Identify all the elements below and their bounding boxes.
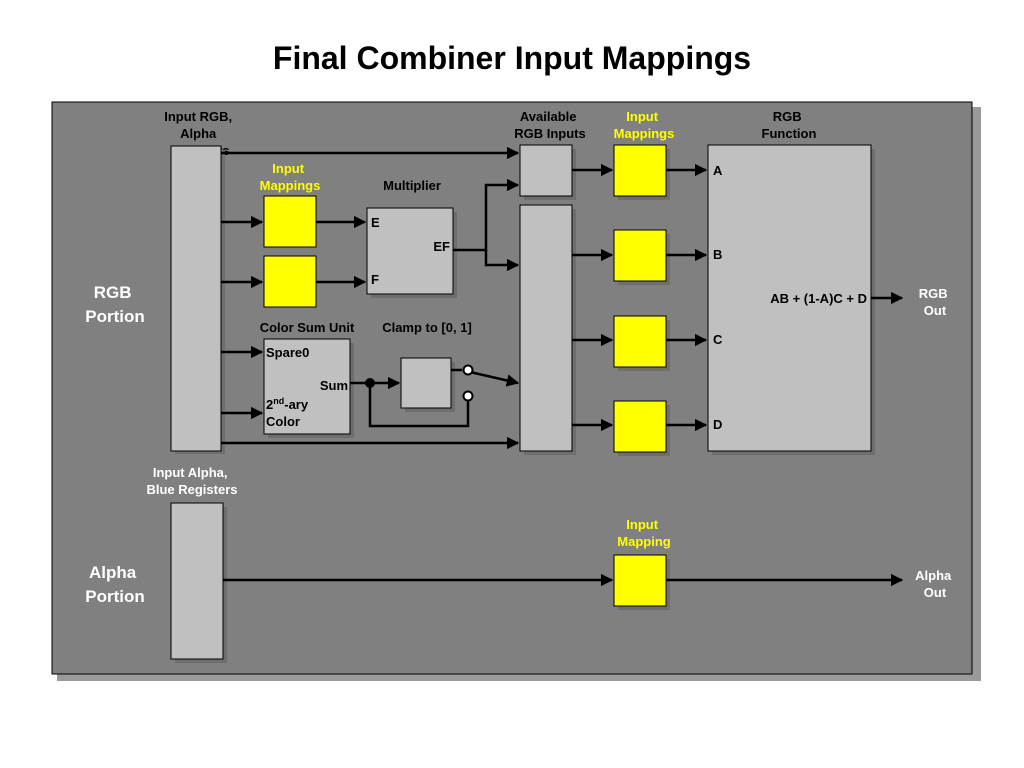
available-rgb-inputs-label: Available RGB Inputs — [514, 109, 586, 141]
input-mapping-alpha-label: Input Mapping — [617, 517, 670, 549]
switch-terminal-clamped — [462, 364, 474, 376]
color-sum-spare0-label: Spare0 — [266, 345, 309, 360]
wire-ef-to-available-top — [453, 178, 520, 252]
rgb-function-input-b: B — [713, 247, 722, 262]
available-inputs-column — [519, 204, 573, 452]
input-rgb-registers-box — [170, 145, 222, 452]
rgb-out-label: RGB Out — [919, 286, 952, 318]
multiplier-box — [366, 207, 454, 295]
multiplier-e-label: E — [371, 215, 380, 230]
rgb-function-label: RGB Function — [762, 109, 817, 141]
color-sum-sum-label: Sum — [320, 378, 348, 393]
color-sum-unit-label: Color Sum Unit — [260, 320, 355, 335]
input-alpha-registers-box — [170, 502, 224, 660]
color-sum-color-label: Color — [266, 414, 300, 429]
input-mapping-a-box — [613, 144, 667, 197]
alpha-out-label: Alpha Out — [915, 568, 955, 600]
clamp-box — [400, 357, 452, 409]
connections — [221, 146, 904, 587]
multiplier-label: Multiplier — [383, 178, 441, 193]
alpha-portion-label: Alpha Portion — [85, 563, 145, 606]
junction-dot — [365, 378, 375, 388]
multiplier-f-label: F — [371, 272, 379, 287]
rgb-function-input-d: D — [713, 417, 722, 432]
input-mapping-b-box — [613, 229, 667, 282]
wire-ef-to-available-column — [484, 250, 520, 272]
page-title: Final Combiner Input Mappings — [272, 40, 752, 76]
rgb-function-input-a: A — [713, 163, 723, 178]
input-mapping-d-box — [613, 400, 667, 453]
multiplier-ef-label: EF — [433, 239, 450, 254]
input-mapping-f-box — [263, 255, 317, 308]
clamp-label: Clamp to [0, 1] — [382, 320, 472, 335]
input-mapping-e-box — [263, 195, 317, 248]
switch-terminal-bypass — [462, 390, 474, 402]
wire-switch-to-available — [469, 370, 520, 387]
input-alpha-blue-label: Input Alpha, Blue Registers — [146, 465, 237, 497]
rgb-function-input-c: C — [713, 332, 723, 347]
rgb-function-box — [707, 144, 872, 452]
input-mappings-left-label: Input Mappings — [260, 161, 321, 193]
rgb-function-formula: AB + (1-A)C + D — [770, 291, 867, 306]
input-mappings-right-label: Input Mappings — [614, 109, 675, 141]
wire-sum-bypass — [368, 383, 470, 428]
input-mapping-alpha-box — [613, 554, 667, 607]
available-input-top-box — [519, 144, 573, 197]
color-sum-box — [263, 338, 351, 435]
rgb-portion-label: RGB Portion — [85, 283, 145, 326]
color-sum-secondary-label: 2nd-ary — [266, 396, 309, 412]
input-mapping-c-box — [613, 315, 667, 368]
